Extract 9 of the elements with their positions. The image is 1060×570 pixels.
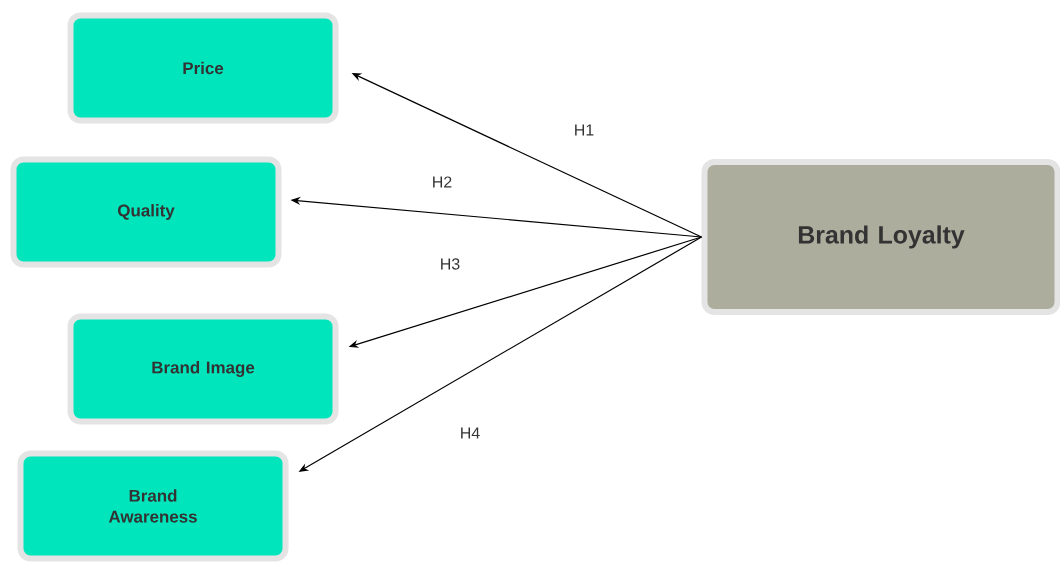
concept-box: Price bbox=[67, 12, 339, 124]
concept-box: Brand Awareness bbox=[17, 450, 289, 562]
concept-box: Quality bbox=[10, 156, 282, 268]
edge-label: H3 bbox=[438, 257, 462, 271]
edge-label: H1 bbox=[572, 123, 596, 137]
outcome-box: Brand Loyalty bbox=[701, 159, 1060, 315]
edge-label: H2 bbox=[430, 175, 454, 189]
edge-label: H4 bbox=[458, 426, 482, 440]
concept-box: Brand Image bbox=[67, 313, 339, 425]
